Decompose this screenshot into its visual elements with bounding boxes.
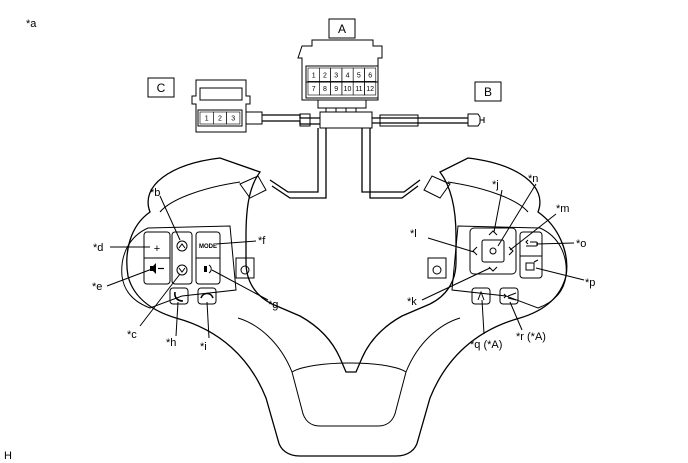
connector-c-label: C (157, 81, 166, 95)
callout-e: *e (92, 281, 102, 293)
callout-m: *m (556, 203, 569, 215)
connector-c: C 1 2 3 (147, 77, 263, 133)
left-switch-assembly: + MODE (121, 225, 237, 309)
callout-p: *p (585, 277, 595, 289)
connector-c-pin-cell (226, 111, 241, 125)
plus-icon: + (154, 243, 160, 255)
lane-icon (477, 290, 485, 301)
display-icon (525, 262, 535, 271)
connector-a-pin-number: 6 (368, 72, 372, 79)
multi-directional-pad[interactable] (469, 227, 517, 275)
left-arrow-icon (472, 246, 478, 256)
distance-icon (503, 292, 517, 301)
connector-a-pin-cell (364, 81, 377, 96)
callout-k: *k (407, 296, 417, 308)
right-screw-boss (427, 257, 447, 279)
connector-a-pin-number: 11 (355, 86, 362, 93)
voice-icon (204, 266, 207, 272)
connector-a-pin-number: 4 (346, 72, 350, 79)
connector-a-pin-number: 3 (334, 72, 338, 79)
leader-lines (106, 183, 585, 339)
distance-switch[interactable] (499, 287, 519, 305)
callout-b: *b (150, 187, 160, 199)
wiring-harness (262, 108, 468, 199)
callout-f: *f (258, 235, 266, 247)
phone-hang-up-icon (200, 292, 214, 299)
mode-label: MODE (199, 244, 217, 250)
callout-l: *l (410, 228, 417, 240)
connector-a-pin-number: 12 (366, 86, 374, 93)
steering-wheel-pad (126, 157, 568, 457)
connector-b-label-box (474, 81, 502, 102)
connector-c-label-box (147, 77, 175, 98)
callout-c: *c (127, 329, 137, 341)
connector-c-face (197, 109, 243, 127)
on-hook-switch[interactable] (169, 287, 189, 305)
connector-a-pin-number: 10 (344, 86, 352, 93)
connector-a-label: A (338, 22, 346, 36)
phone-off-hook-icon (174, 291, 184, 302)
connector-b-label: B (484, 85, 492, 99)
connector-a-housing (297, 39, 383, 101)
connector-c-pin-number: 3 (231, 116, 235, 123)
lane-assist-switch[interactable] (471, 287, 491, 305)
back-icon (525, 239, 538, 247)
left-screw-boss (235, 257, 255, 279)
right-switch-assembly (451, 225, 567, 309)
connector-a-pin-number: 5 (357, 72, 361, 79)
callout-labels: *b *d *e *c *h *i *f *g *j *n *m *l *k *… (92, 173, 595, 353)
back-display-switch[interactable] (519, 231, 543, 279)
figure-label: *a (26, 18, 37, 30)
down-arrow-icon (488, 266, 498, 272)
callout-j: *j (492, 179, 499, 191)
connector-a-pin-number: 1 (312, 72, 316, 79)
enter-switch[interactable] (481, 239, 505, 263)
callout-o: *o (576, 238, 586, 250)
connector-b: B (467, 81, 502, 127)
callout-n: *n (528, 173, 538, 185)
callout-d: *d (93, 242, 103, 254)
seek-down-icon (176, 264, 188, 276)
connector-c-housing (191, 79, 251, 133)
callout-q: *q (*A) (470, 339, 502, 351)
connector-a-pin-number: 7 (312, 86, 316, 93)
connector-c-pin-number: 2 (218, 116, 222, 123)
connector-a-pin-number: 9 (334, 86, 338, 93)
seek-switch[interactable] (171, 231, 193, 285)
callout-g: *g (268, 299, 278, 311)
connector-b-plug (467, 113, 481, 127)
corner-code: H (4, 450, 12, 462)
up-arrow-icon (488, 230, 498, 236)
speaker-icon (150, 263, 156, 274)
right-arrow-icon (508, 246, 514, 256)
off-hook-switch[interactable] (197, 287, 217, 305)
connector-a-pin-number: 8 (323, 86, 327, 93)
connector-c-pin-number: 1 (205, 116, 209, 123)
seek-up-icon (176, 240, 188, 252)
connector-a-pin-number: 2 (323, 72, 327, 79)
connector-a-label-box (328, 18, 356, 39)
callout-r: *r (*A) (516, 331, 546, 343)
callout-h: *h (166, 337, 176, 349)
callout-i: *i (200, 341, 207, 353)
